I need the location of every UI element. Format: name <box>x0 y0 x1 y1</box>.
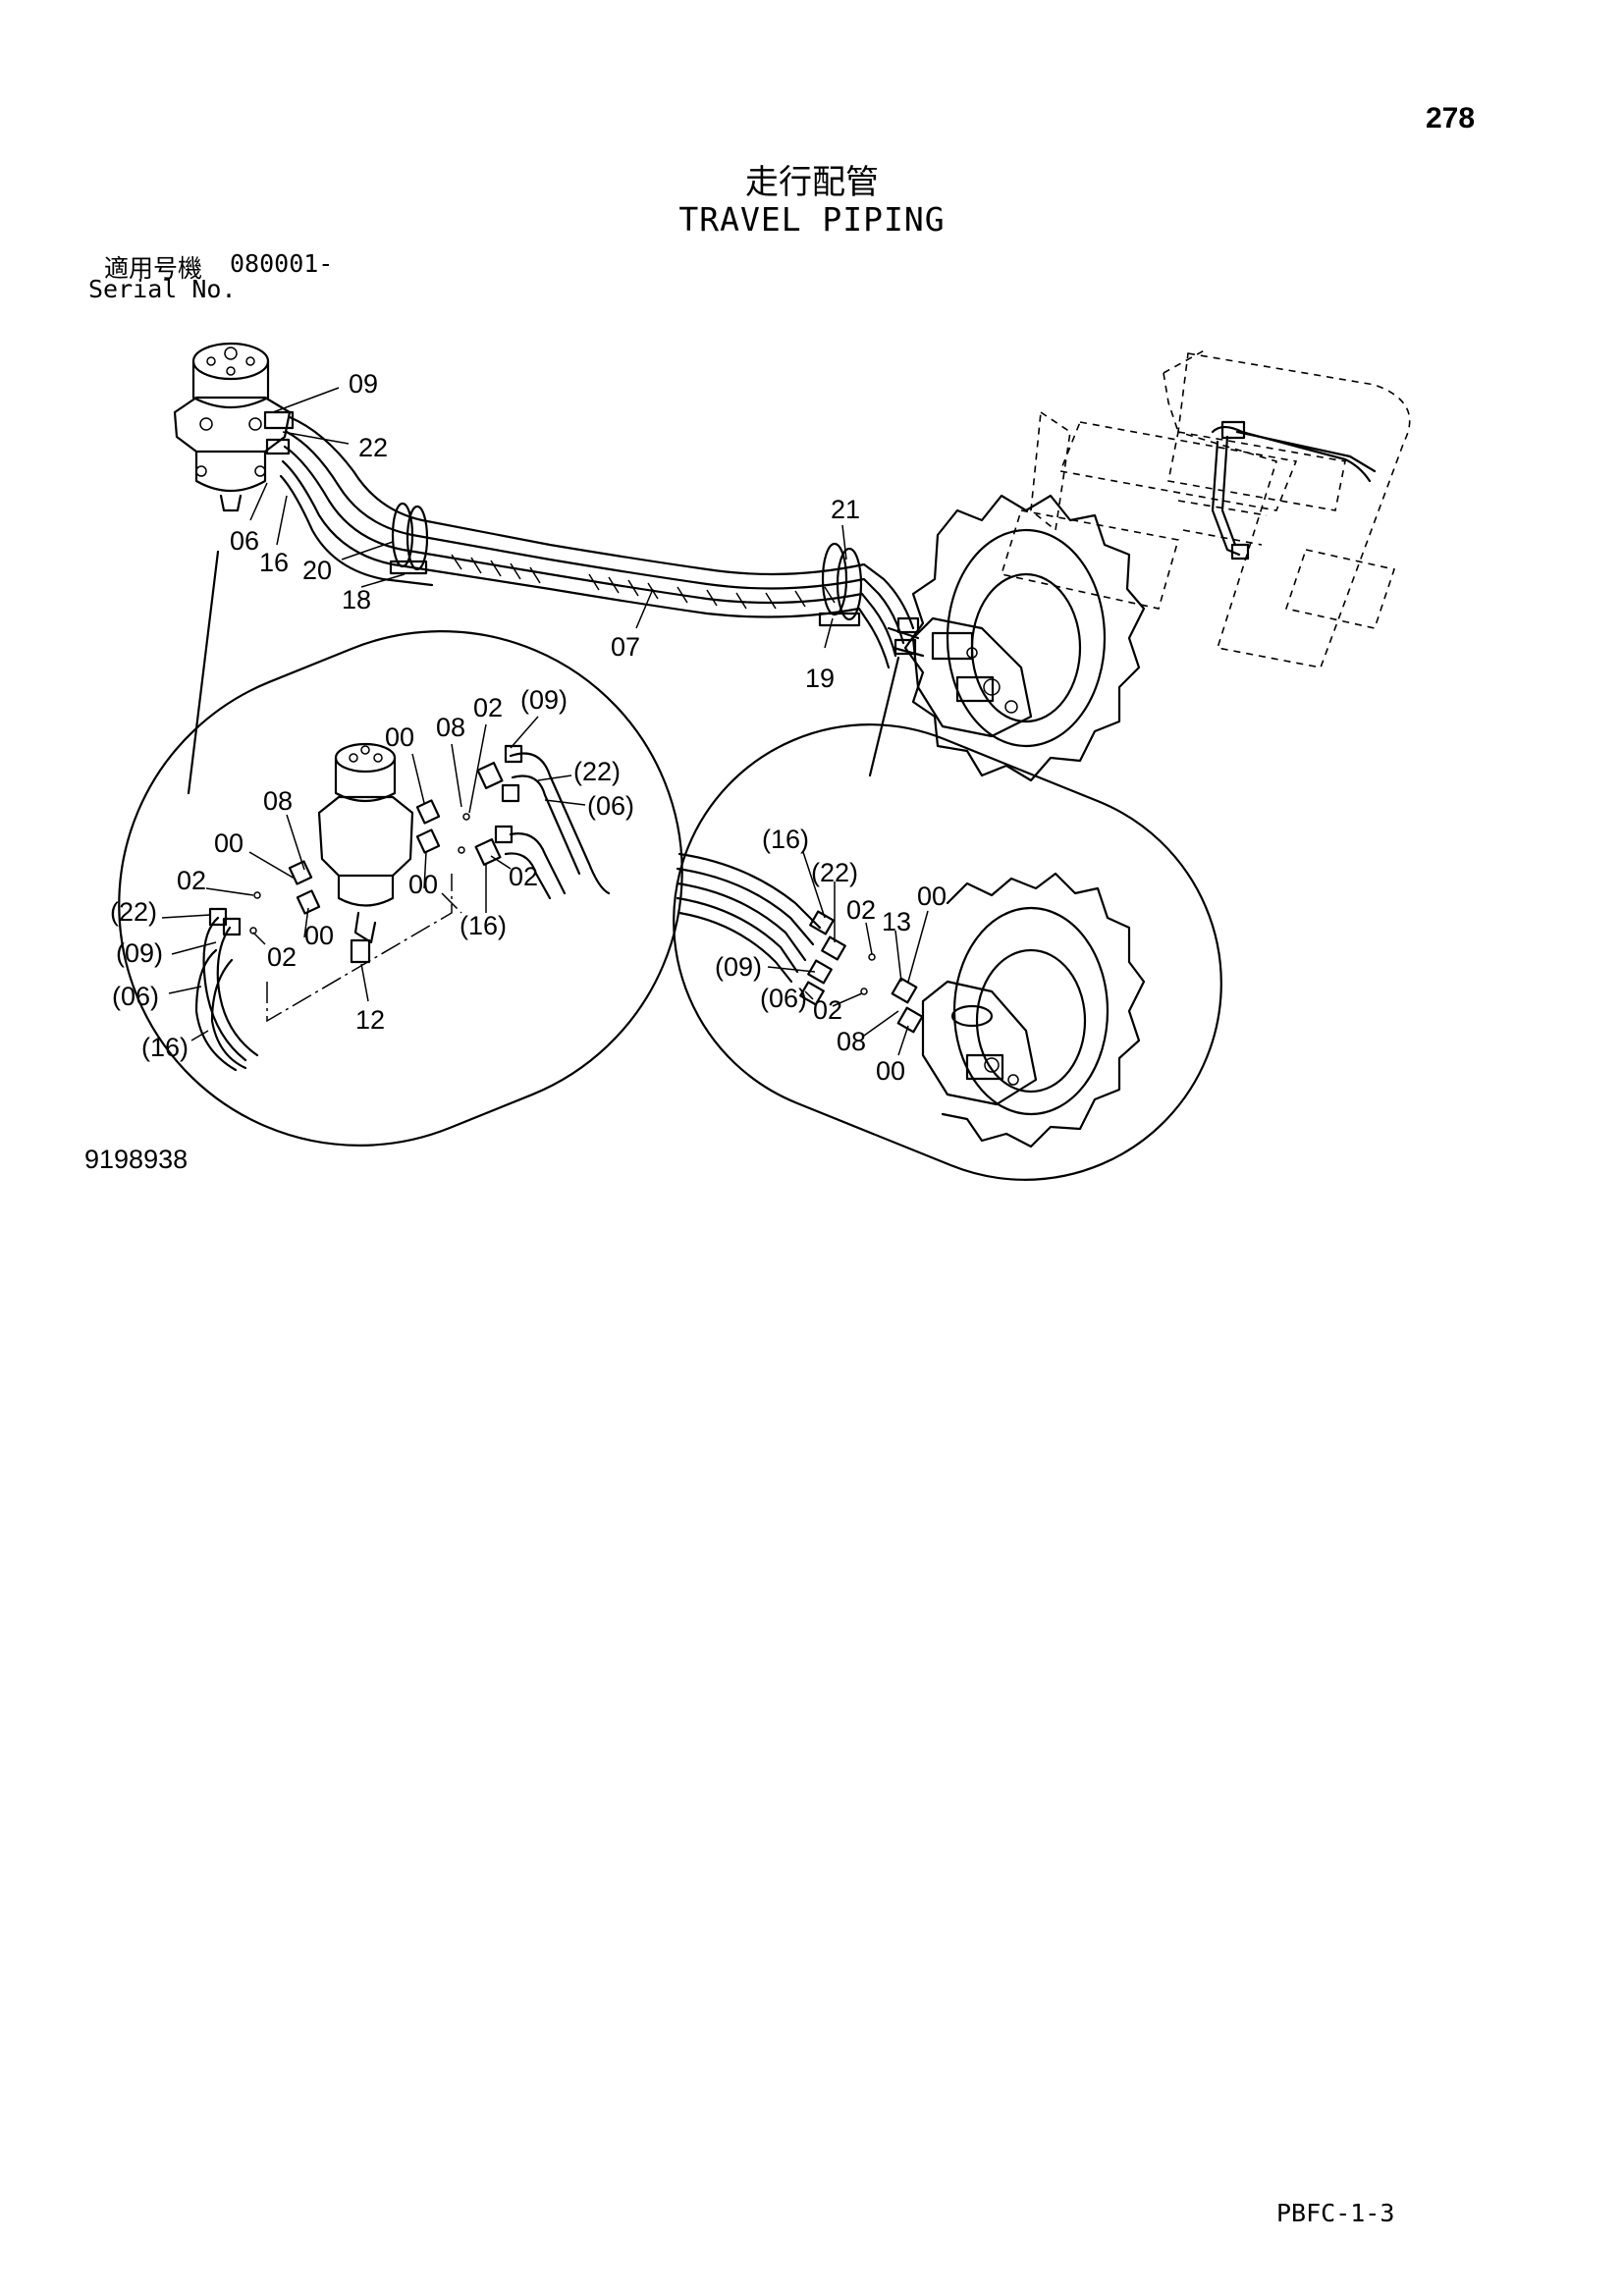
callout-label: 02 <box>846 895 876 925</box>
callout-label: 00 <box>917 881 947 911</box>
callout-label: (16) <box>762 825 809 854</box>
callout-label: 12 <box>355 1005 385 1035</box>
callout-label: (06) <box>587 791 634 821</box>
callout-label: 02 <box>509 862 538 891</box>
hose-clamp-18 <box>389 502 429 575</box>
detail-leaders <box>187 550 900 795</box>
right-detail-callouts: (16) (22) 02 13 00 (09) (06) 02 08 00 <box>715 825 947 1086</box>
callout-label: (16) <box>141 1033 189 1062</box>
callout-label: 13 <box>882 907 911 936</box>
callout-label: 22 <box>358 433 388 462</box>
undercarriage-piping <box>1211 420 1377 561</box>
main-hose-bundle <box>279 415 915 669</box>
callout-label: 07 <box>611 632 640 662</box>
serial-number-range: 080001- <box>230 249 334 278</box>
callout-label: 09 <box>349 369 378 399</box>
callout-label: 00 <box>214 828 244 858</box>
serial-label: Serial No. <box>88 275 237 303</box>
callout-label: 00 <box>385 722 414 752</box>
callout-label: 00 <box>304 921 334 950</box>
callout-label: 02 <box>813 995 842 1025</box>
page-code: PBFC-1-3 <box>1276 2199 1395 2227</box>
detail-right <box>673 723 1222 1181</box>
callout-label: 08 <box>837 1027 866 1056</box>
callout-label: 06 <box>230 526 259 556</box>
callout-label: (22) <box>110 897 157 927</box>
left-detail-callouts: 00 08 02 (09) (22) (06) 08 00 02 00 02 (… <box>110 685 634 1062</box>
drawing-number: 9198938 <box>84 1145 189 1174</box>
callout-label: (22) <box>811 858 858 887</box>
callout-label: (09) <box>520 685 568 715</box>
callout-label: 20 <box>302 556 332 585</box>
callout-label: 02 <box>177 866 206 895</box>
callout-label: (22) <box>573 757 621 786</box>
detail-left <box>118 630 683 1147</box>
main-callouts: 09 22 06 16 20 18 07 21 19 <box>230 369 860 693</box>
page-title-japanese: 走行配管 <box>745 163 879 202</box>
callout-label: (09) <box>715 952 762 982</box>
callout-label: 19 <box>805 664 835 693</box>
center-joint <box>173 342 295 512</box>
callout-label: 08 <box>263 786 293 816</box>
travel-motor-sprocket <box>887 494 1146 782</box>
page-title: TRAVEL PIPING <box>678 200 946 239</box>
serial-label-japanese: 適用号機 <box>104 254 203 283</box>
page-number: 278 <box>1426 102 1476 134</box>
undercarriage-outline <box>1000 347 1411 668</box>
callout-label: 02 <box>267 942 297 972</box>
callout-label: (06) <box>112 982 159 1011</box>
callout-label: 00 <box>408 870 438 899</box>
callout-label: 02 <box>473 693 503 722</box>
callout-label: (09) <box>116 938 163 968</box>
callout-label: 00 <box>876 1056 905 1086</box>
callout-label: 21 <box>831 495 860 524</box>
callout-label: 08 <box>436 713 465 742</box>
callout-label: (06) <box>760 984 807 1013</box>
callout-label: 16 <box>259 548 289 577</box>
callout-label: (16) <box>460 911 507 940</box>
callout-label: 18 <box>342 585 371 614</box>
hose-clamp-19 <box>818 542 863 627</box>
